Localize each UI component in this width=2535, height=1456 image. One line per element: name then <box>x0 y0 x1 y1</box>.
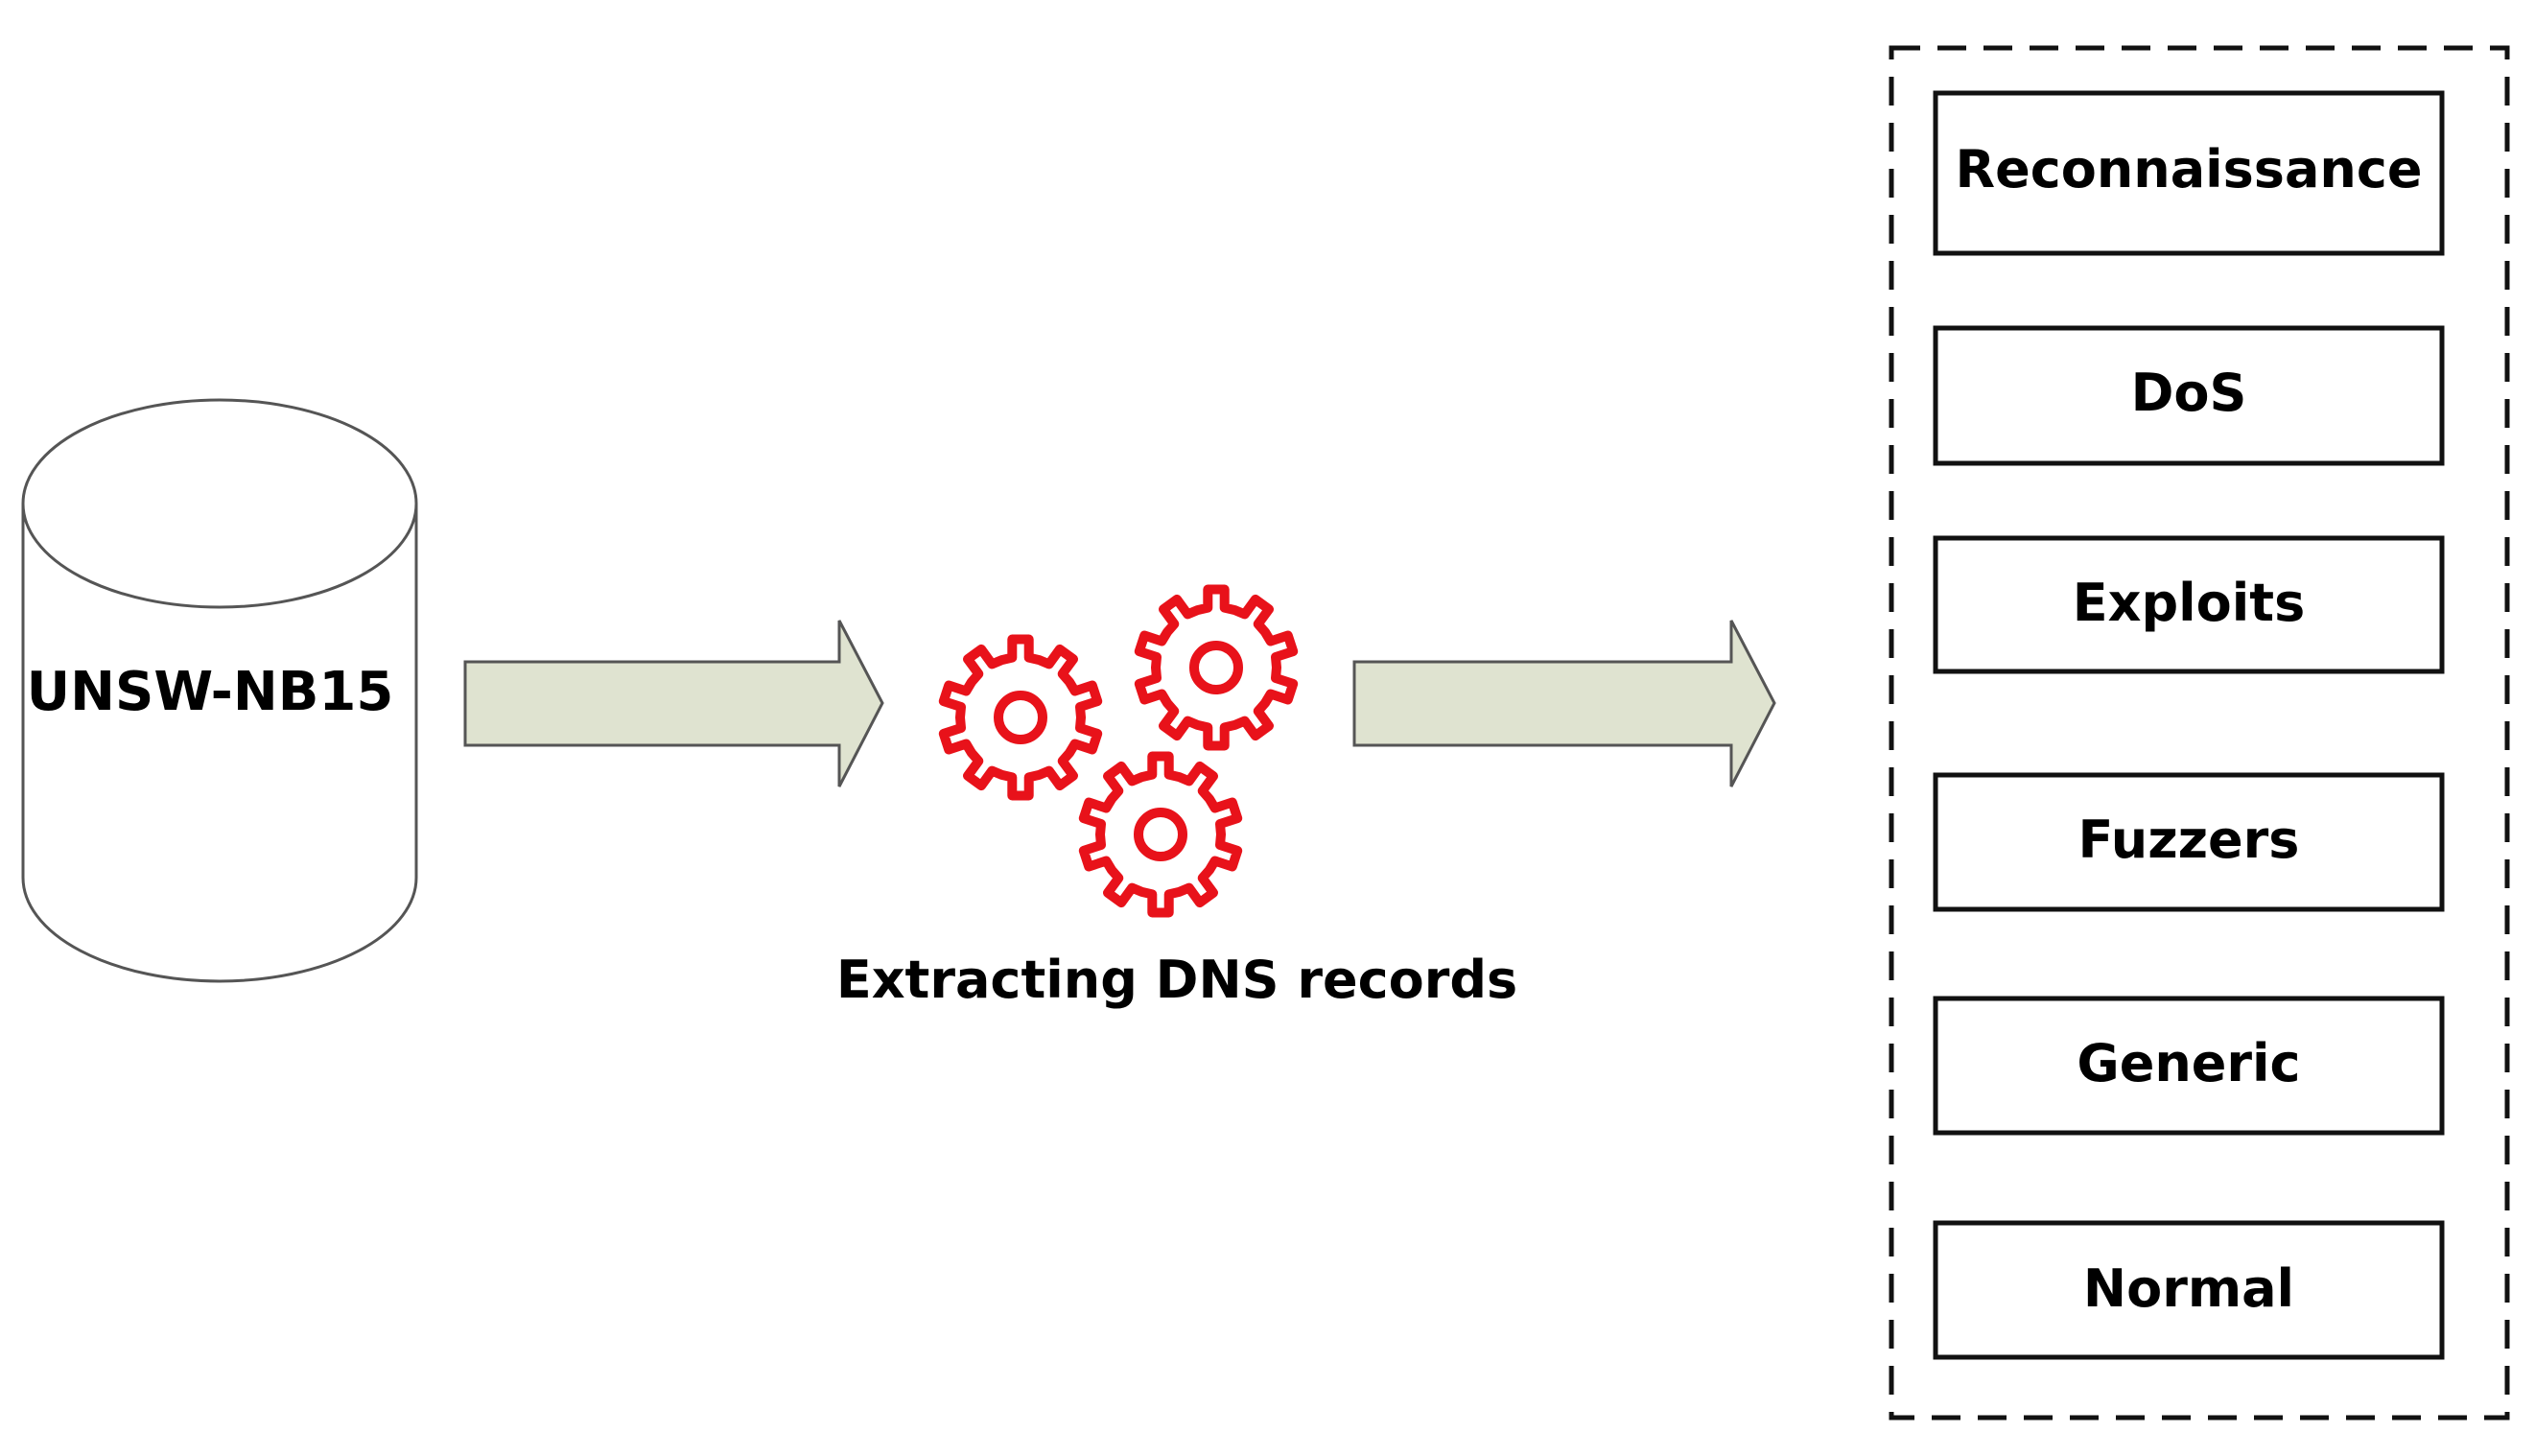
category-box: Fuzzers <box>1933 772 2445 912</box>
gears-icon <box>938 584 1299 918</box>
category-label: Normal <box>2083 1258 2294 1319</box>
category-label: Reconnaissance <box>1956 139 2423 200</box>
gear-outline <box>1078 751 1243 918</box>
flow-arrow-1 <box>463 620 884 787</box>
gear-outline <box>938 634 1103 801</box>
flow-arrow-2 <box>1352 620 1776 787</box>
category-box: Reconnaissance <box>1933 90 2445 256</box>
category-box: DoS <box>1933 325 2445 466</box>
category-label: Exploits <box>2073 573 2305 633</box>
category-label: Fuzzers <box>2078 810 2300 870</box>
gear-hole <box>1134 808 1187 861</box>
category-box: Exploits <box>1933 535 2445 674</box>
gear-icon <box>1134 584 1299 751</box>
gear-hole <box>994 691 1047 744</box>
gear-icon <box>938 634 1103 801</box>
source-label: UNSW-NB15 <box>27 661 394 723</box>
category-box: Normal <box>1933 1220 2445 1360</box>
database-cylinder-icon <box>21 398 418 983</box>
category-label: DoS <box>2131 363 2247 423</box>
gear-hole <box>1189 641 1243 694</box>
gear-icon <box>1078 751 1243 918</box>
categories-container <box>1889 45 2510 1421</box>
category-label: Generic <box>2077 1033 2300 1093</box>
category-box: Generic <box>1933 996 2445 1136</box>
process-label: Extracting DNS records <box>836 950 1517 1010</box>
gear-outline <box>1134 584 1299 751</box>
